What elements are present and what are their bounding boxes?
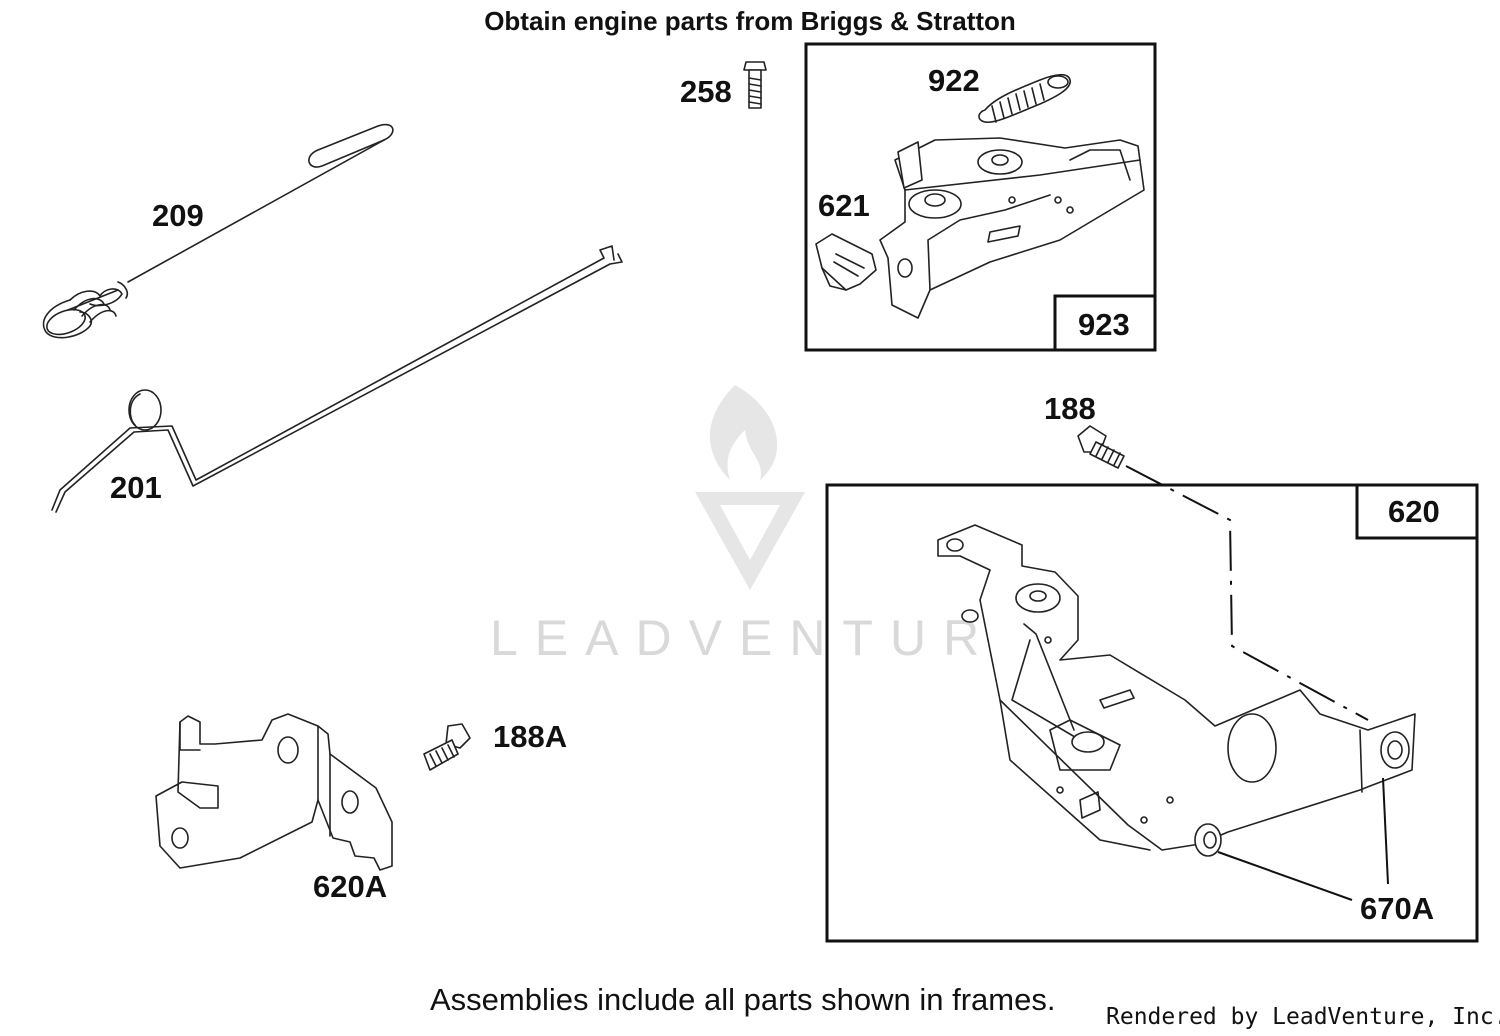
rendered-by: Rendered by LeadVenture, Inc. — [1106, 1004, 1500, 1030]
label-209: 209 — [152, 198, 204, 233]
part-621-clip — [815, 233, 877, 291]
label-620a: 620A — [313, 869, 387, 904]
label-201: 201 — [110, 470, 162, 505]
watermark-text: LEADVENTURE — [490, 610, 1047, 666]
label-188a: 188A — [493, 719, 567, 754]
part-188-bolt — [1077, 425, 1369, 721]
leadventure-flame-logo — [695, 385, 805, 590]
label-923: 923 — [1078, 307, 1130, 342]
part-188a-bolt — [423, 723, 471, 771]
label-258: 258 — [680, 74, 732, 109]
part-923-bracket — [879, 137, 1145, 319]
header-title: Obtain engine parts from Briggs & Stratt… — [484, 6, 1016, 36]
frame-620 — [825, 483, 1479, 943]
part-922-spring — [978, 73, 1071, 124]
part-209-spring — [42, 123, 394, 339]
part-620a-bracket — [155, 713, 393, 871]
frame-923 — [804, 42, 1157, 352]
leader-670a-a — [1217, 851, 1353, 901]
part-620-control-bracket — [937, 524, 1416, 857]
label-620: 620 — [1388, 494, 1440, 529]
footer-note: Assemblies include all parts shown in fr… — [430, 982, 1055, 1017]
part-258-bolt — [743, 61, 767, 109]
label-922: 922 — [928, 63, 980, 98]
watermark: LEADVENTURE — [490, 385, 1047, 666]
part-201-rod — [51, 245, 623, 513]
leader-670a-b — [1382, 777, 1389, 885]
label-621: 621 — [818, 188, 870, 223]
label-670a: 670A — [1360, 891, 1434, 926]
label-188: 188 — [1044, 391, 1096, 426]
